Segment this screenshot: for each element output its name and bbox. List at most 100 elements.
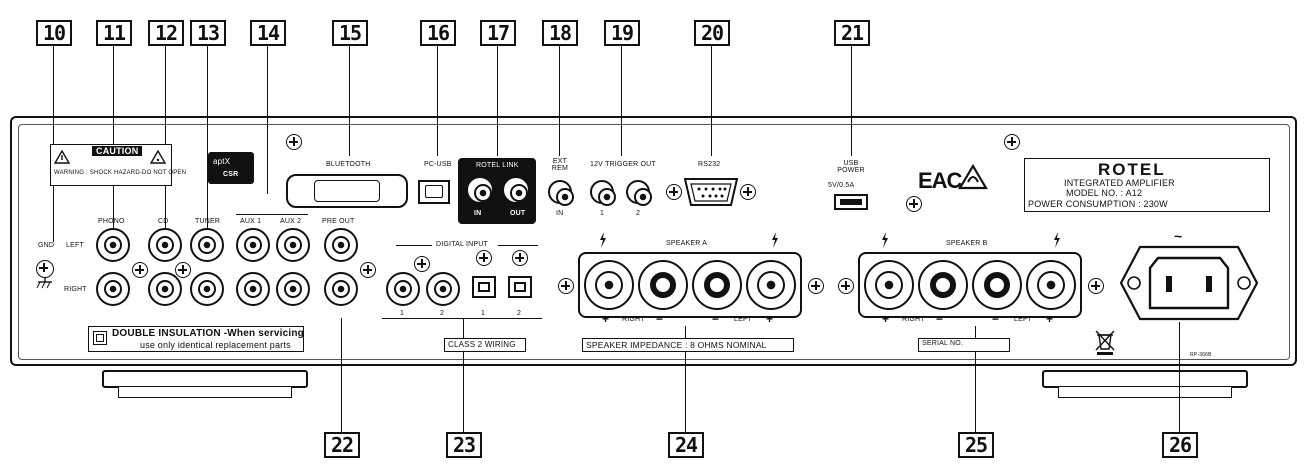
callout-17: 17: [480, 20, 516, 46]
chassis-screw-icon: [175, 262, 191, 278]
leader-24: [685, 326, 686, 432]
leader-19: [621, 46, 622, 156]
usb-b-icon: [425, 185, 443, 198]
callout-26: 26: [1162, 432, 1198, 458]
chassis-inner-outline: [18, 124, 1290, 360]
speaker-a-right-negative-post: [638, 260, 688, 310]
leader-14: [267, 46, 268, 194]
chassis-screw-icon: [1088, 278, 1104, 294]
rating-label: [1024, 158, 1270, 212]
leader-13: [207, 46, 208, 242]
lightning-icon: [772, 232, 778, 248]
ac-symbol: ~: [1174, 228, 1183, 244]
pre-out-label: PRE OUT: [322, 218, 355, 225]
aux1-label: AUX 1: [240, 218, 262, 225]
optical-1-jack: [472, 276, 496, 298]
part-code: RP-366B: [1190, 352, 1212, 358]
trigger-2-label: 2: [636, 210, 641, 217]
cd-label: CD: [158, 218, 169, 225]
double-insulation-label: [88, 326, 304, 352]
coax-2-label: 2: [440, 310, 445, 317]
caution-title: CAUTION: [92, 146, 143, 156]
serial-label: [918, 338, 1010, 352]
lightning-icon: [882, 232, 888, 248]
usb-power-label: USB POWER: [837, 160, 865, 174]
ac-inlet-icon: [1119, 245, 1259, 321]
usb-power-spec: 5V/0.5A: [828, 182, 855, 189]
ground-terminal-icon: [36, 260, 54, 278]
callout-10: 10: [36, 20, 72, 46]
weee-bin-icon: [1095, 330, 1115, 355]
impedance-text: SPEAKER IMPEDANCE : 8 OHMS NOMINAL: [586, 340, 767, 350]
rotel-link-in-label: IN: [474, 210, 482, 217]
power-consumption: POWER CONSUMPTION : 230W: [1028, 199, 1168, 209]
aux2-left-jack: [276, 228, 310, 262]
speaker-b-minus-sign: −: [992, 312, 1000, 326]
impedance-label: [582, 338, 794, 352]
leader-22: [341, 318, 342, 432]
chassis-screw-icon: [808, 278, 824, 294]
optical-2-label: 2: [517, 310, 522, 317]
callout-19: 19: [604, 20, 640, 46]
callout-14: 14: [250, 20, 286, 46]
caution-text: WARNING : SHOCK HAZARD-DO NOT OPEN: [54, 170, 187, 176]
cd-right-jack: [148, 272, 182, 306]
coax-1-jack: [386, 272, 420, 306]
serial-text: SERIAL NO.: [922, 340, 964, 347]
rs232-screw-icon: [740, 184, 756, 200]
warning-triangle-icon: [150, 150, 166, 164]
ext-rem-jack: [548, 180, 574, 206]
right-foot-base: [1058, 386, 1232, 398]
callout-23: 23: [446, 432, 482, 458]
brand-name: ROTEL: [1098, 160, 1166, 179]
left-channel-label: LEFT: [66, 242, 84, 249]
aux2-label: AUX 2: [280, 218, 302, 225]
leader-15: [349, 46, 350, 156]
speaker-a-label: SPEAKER A: [666, 240, 708, 247]
optical-1-label: 1: [481, 310, 486, 317]
speaker-b-right-positive-post: [864, 260, 914, 310]
callout-18: 18: [542, 20, 578, 46]
chassis-screw-icon: [476, 250, 492, 266]
warning-triangle-icon: [54, 150, 70, 164]
product-type: INTEGRATED AMPLIFIER: [1064, 178, 1175, 188]
aptx-badge: [208, 152, 254, 184]
speaker-a-right-positive-post: [584, 260, 634, 310]
callout-11: 11: [96, 20, 132, 46]
speaker-a-plus-sign: +: [602, 312, 610, 326]
lightning-icon: [1054, 232, 1060, 248]
trigger-1-jack: [590, 180, 616, 206]
chassis-screw-icon: [1004, 134, 1020, 150]
speaker-b-minus-sign: −: [936, 312, 944, 326]
aux-group-line: [236, 214, 308, 215]
trigger-1-label: 1: [600, 210, 605, 217]
speaker-b-left-positive-post: [1026, 260, 1076, 310]
speaker-b-right-label: RIGHT: [902, 316, 925, 323]
speaker-a-plus-sign: +: [766, 312, 774, 326]
ext-rem-in-label: IN: [556, 210, 564, 217]
aptx-sub: CSR: [223, 171, 239, 178]
compliance-mark-icon: [958, 164, 988, 190]
leader-20: [711, 46, 712, 156]
speaker-a-left-positive-post: [746, 260, 796, 310]
aptx-brand: aptX: [213, 157, 231, 166]
eac-mark: EAC: [918, 168, 962, 193]
phono-left-jack: [96, 228, 130, 262]
leader-26: [1179, 322, 1180, 432]
gnd-label: GND: [38, 242, 55, 249]
callout-15: 15: [332, 20, 368, 46]
trigger-out-label: 12V TRIGGER OUT: [590, 161, 656, 168]
trigger-2-jack: [626, 180, 652, 206]
ground-symbol-icon: [36, 278, 52, 289]
speaker-a-right-label: RIGHT: [622, 316, 645, 323]
aux1-left-jack: [236, 228, 270, 262]
speaker-a-minus-sign: −: [656, 312, 664, 326]
callout-13: 13: [190, 20, 226, 46]
left-foot-base: [118, 386, 292, 398]
leader-25: [975, 326, 976, 432]
bluetooth-slot: [314, 180, 380, 202]
leader-16: [437, 46, 438, 156]
callout-24: 24: [668, 432, 704, 458]
rs232-screw-icon: [666, 184, 682, 200]
